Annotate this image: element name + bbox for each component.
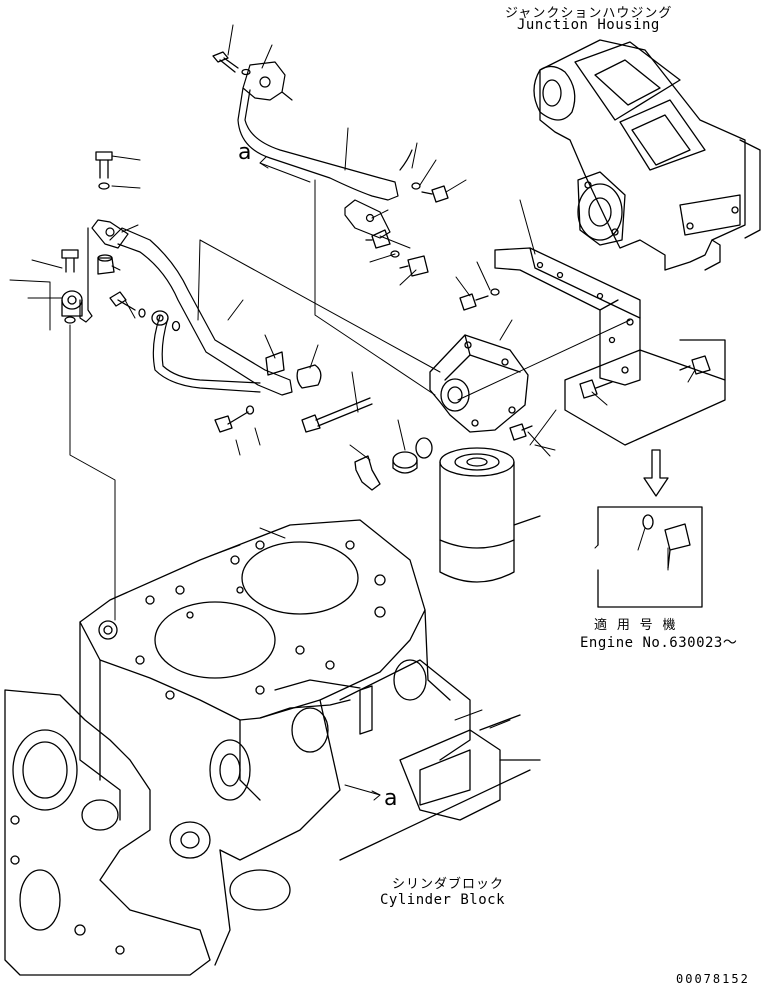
reference-a-bottom: a bbox=[384, 786, 398, 811]
reference-a-top: a bbox=[238, 140, 252, 165]
applicable-engine-label-jp: 適 用 号 機 bbox=[594, 618, 677, 633]
filter-head bbox=[429, 334, 529, 433]
oil-filter bbox=[439, 447, 541, 583]
junction-housing-label: Junction Housing bbox=[517, 17, 660, 33]
oil-pipes bbox=[79, 61, 413, 396]
cylinder-block bbox=[4, 519, 541, 976]
bracket bbox=[494, 247, 641, 386]
junction-housing-label-jp: ジャンクションハウジング bbox=[505, 6, 673, 21]
inset-frame bbox=[597, 506, 703, 608]
cylinder-block-label-jp: シリンダブロック bbox=[392, 877, 505, 892]
drawing-code: 00078152 bbox=[676, 972, 750, 986]
leader-lines bbox=[9, 24, 696, 801]
cylinder-block-label: Cylinder Block bbox=[380, 892, 506, 908]
hardware-parts bbox=[61, 51, 711, 569]
option-region bbox=[564, 339, 726, 446]
junction-housing bbox=[533, 39, 761, 271]
engine-serial-label: Engine No.630023～ bbox=[580, 635, 738, 651]
